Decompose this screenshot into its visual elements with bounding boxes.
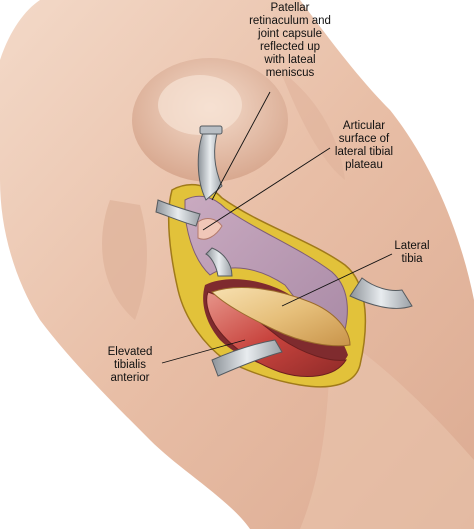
leader-line-articular bbox=[202, 147, 331, 231]
lateral-contour bbox=[102, 200, 147, 320]
leader-line-patellar bbox=[211, 91, 271, 201]
leader-line-lateral-tibia bbox=[281, 253, 393, 307]
retractor-center bbox=[205, 247, 233, 277]
leader-line-tibialis bbox=[161, 339, 246, 364]
lateral-tibia-bone bbox=[211, 287, 351, 347]
label-articular-surface: Articular surface of lateral tibial plat… bbox=[334, 120, 394, 171]
retractor-bottom bbox=[211, 339, 283, 377]
retractor-top bbox=[197, 125, 223, 201]
retractor-right bbox=[349, 277, 413, 309]
articular-surface bbox=[197, 218, 223, 240]
label-elevated-tibialis-anterior: Elevated tibialis anterior bbox=[107, 346, 153, 384]
label-patellar-retinaculum: Patellar retinaculum and joint capsule r… bbox=[249, 2, 331, 79]
label-lateral-tibia: Lateral tibia bbox=[394, 240, 430, 265]
retractor-left bbox=[155, 199, 201, 227]
thigh-contour bbox=[280, 70, 345, 180]
patella-highlight bbox=[158, 75, 242, 135]
